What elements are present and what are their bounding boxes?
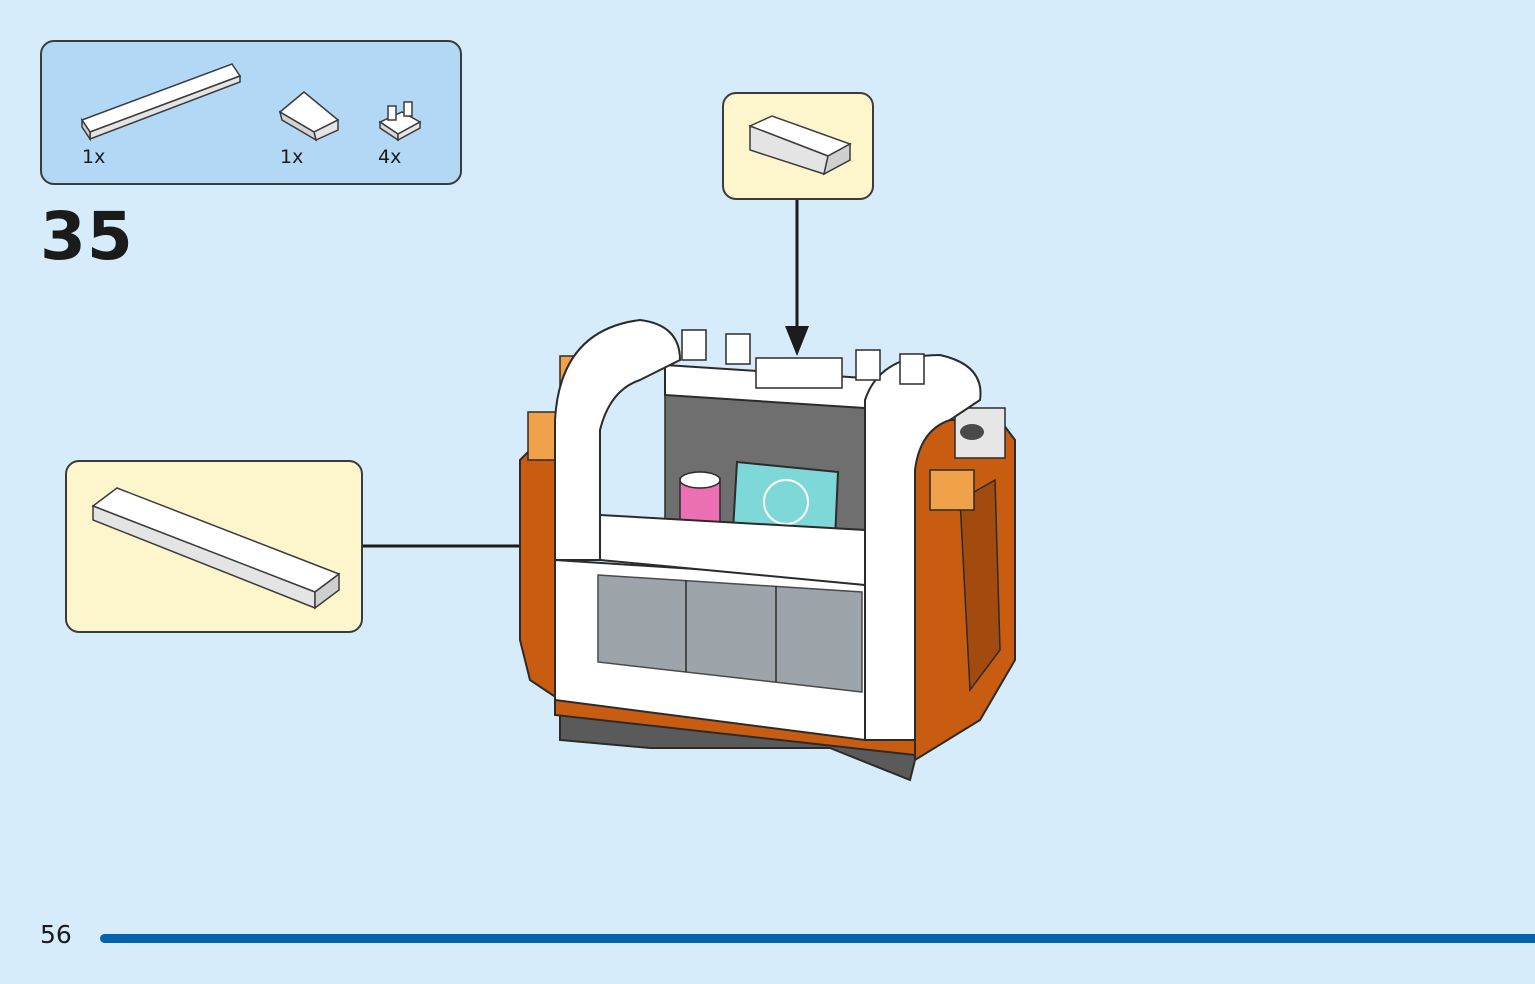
parts-list: 1x 1x 4x	[40, 40, 462, 185]
part-qty: 4x	[378, 146, 402, 168]
page-progress-bar	[100, 934, 1535, 943]
long-tile-piece-icon	[91, 487, 341, 610]
part-qty: 1x	[280, 146, 304, 168]
callout-slope-piece	[722, 92, 874, 200]
arrow-down-icon	[785, 200, 809, 356]
part-qty: 1x	[82, 146, 106, 168]
slope-piece-icon	[748, 115, 852, 176]
page-number: 56	[40, 920, 72, 949]
long-tile-piece-icon	[80, 63, 242, 142]
clip-piece-icon	[378, 101, 422, 142]
slope-piece-icon	[278, 91, 340, 142]
model-body	[519, 318, 1016, 782]
step-number: 35	[40, 198, 134, 275]
callout-long-tile	[65, 460, 363, 633]
parts-illustrations	[80, 63, 422, 142]
